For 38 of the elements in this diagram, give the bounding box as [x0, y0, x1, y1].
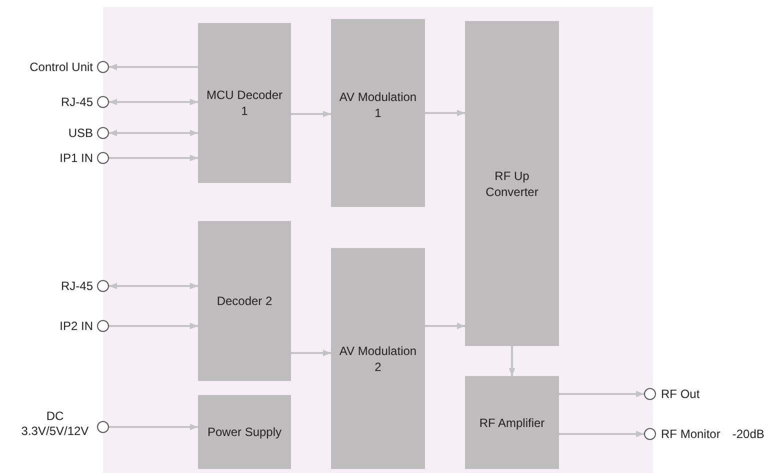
block-box [198, 221, 291, 381]
arrow [425, 110, 465, 116]
block-box [198, 395, 291, 469]
arrow [508, 346, 516, 376]
block-label: RF Amplifier [479, 414, 545, 430]
port-label: IP2 IN [60, 319, 93, 333]
port-label: RJ-45 [60, 279, 93, 293]
port-label: DC 3.3V/5V/12V [20, 409, 90, 439]
block-label: AV Modulation 2 [338, 342, 418, 374]
arrow [559, 430, 644, 438]
port-label: RJ-45 [60, 95, 93, 109]
arrow [109, 282, 198, 290]
block-box [331, 19, 425, 207]
arrow [109, 154, 198, 162]
block-box [465, 21, 559, 346]
port-label: USB [68, 126, 93, 140]
arrow [109, 130, 198, 136]
block-label: Decoder 2 [216, 293, 272, 309]
port-label: Control Unit [30, 60, 93, 74]
block-box [331, 248, 425, 469]
arrow [291, 350, 331, 356]
arrow [291, 110, 331, 118]
arrow [109, 424, 198, 430]
arrow [559, 390, 644, 398]
port-label: RF Monitor [661, 427, 720, 441]
arrow [109, 98, 198, 106]
block-label: MCU Decoder 1 [205, 87, 284, 119]
port-label: -20dB [732, 427, 764, 441]
block-label: Power Supply [207, 424, 282, 440]
arrow [109, 322, 198, 330]
block-label: AV Modulation 1 [338, 89, 418, 121]
block-box [465, 376, 559, 469]
arrow [425, 322, 465, 330]
arrow [109, 64, 198, 70]
block-label: RF Up Converter [484, 168, 540, 200]
block-box [198, 23, 291, 183]
port-label: RF Out [661, 387, 700, 401]
port-label: IP1 IN [60, 151, 93, 165]
